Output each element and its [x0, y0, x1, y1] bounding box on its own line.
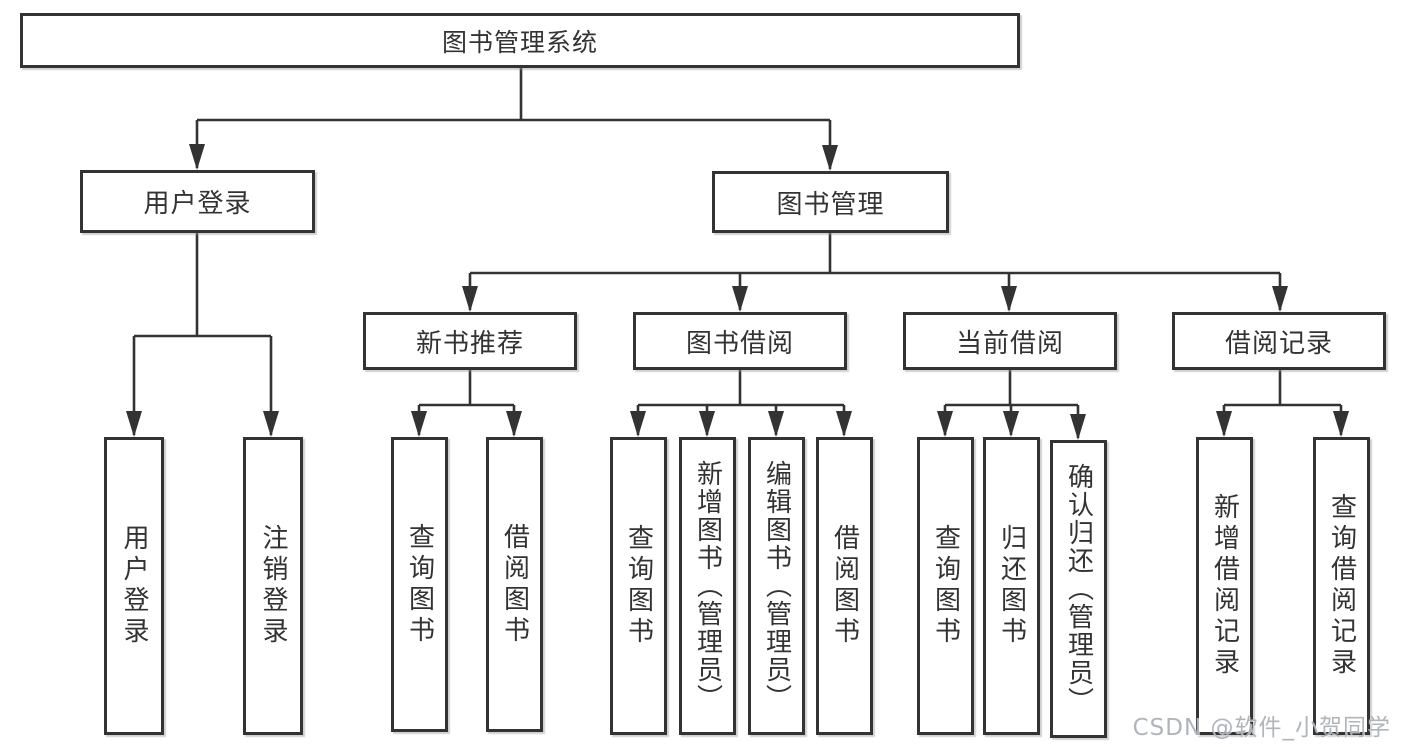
node-borrowing-records: 借阅记录 — [1172, 312, 1386, 370]
node-label: 借阅图书 — [499, 522, 530, 647]
node-label: 查询图书 — [930, 524, 961, 648]
leaf-return-books: 归还图书 — [983, 437, 1040, 735]
node-label: 借阅记录 — [1224, 328, 1333, 359]
leaf-query-books-current: 查询图书 — [917, 437, 974, 735]
leaf-user-login: 用户登录 — [104, 437, 164, 735]
leaf-add-borrow-record: 新增借阅记录 — [1196, 437, 1253, 735]
leaf-add-books-admin: 新增图书（管理员） — [679, 437, 736, 735]
node-label: 查询图书 — [623, 524, 654, 648]
node-new-book-recommendation: 新书推荐 — [363, 312, 577, 370]
elbow-connectors — [132, 68, 1343, 438]
node-label: 用户登录 — [143, 189, 252, 219]
leaf-confirm-return-admin: 确认归还（管理员） — [1050, 440, 1107, 738]
node-label: 图书管理系统 — [441, 27, 598, 57]
node-label: 新书推荐 — [415, 328, 524, 359]
node-label: 用户登录 — [119, 524, 149, 648]
node-label: 新增图书（管理员） — [692, 460, 723, 712]
arrowheads — [126, 144, 1349, 440]
node-label: 图书管理 — [776, 189, 885, 220]
node-book-management: 图书管理 — [712, 171, 949, 233]
node-user-login: 用户登录 — [80, 170, 315, 233]
leaf-query-borrow-record: 查询借阅记录 — [1313, 437, 1370, 735]
node-label: 当前借阅 — [955, 328, 1064, 359]
node-label: 注销登录 — [258, 524, 288, 648]
node-library-management-system: 图书管理系统 — [20, 13, 1020, 68]
node-book-borrowing: 图书借阅 — [633, 312, 847, 370]
node-label: 确认归还（管理员） — [1063, 463, 1094, 715]
leaf-logout: 注销登录 — [243, 437, 303, 735]
leaf-borrow-books-borrowing: 借阅图书 — [816, 437, 873, 735]
leaf-borrow-books-recommend: 借阅图书 — [486, 437, 543, 732]
csdn-watermark: CSDN @软件_小贺同学 — [1132, 715, 1391, 741]
node-label: 编辑图书（管理员） — [761, 460, 792, 712]
node-label: 查询图书 — [404, 522, 435, 647]
node-current-borrowing: 当前借阅 — [903, 312, 1117, 370]
leaf-query-books-borrowing: 查询图书 — [610, 437, 667, 735]
node-label: 图书借阅 — [685, 328, 794, 359]
node-label: 借阅图书 — [829, 524, 860, 648]
leaf-query-books-recommend: 查询图书 — [391, 437, 448, 732]
node-label: 查询借阅记录 — [1326, 493, 1357, 679]
node-label: 新增借阅记录 — [1209, 493, 1240, 679]
node-label: 归还图书 — [996, 524, 1027, 648]
leaf-edit-books-admin: 编辑图书（管理员） — [748, 437, 805, 735]
